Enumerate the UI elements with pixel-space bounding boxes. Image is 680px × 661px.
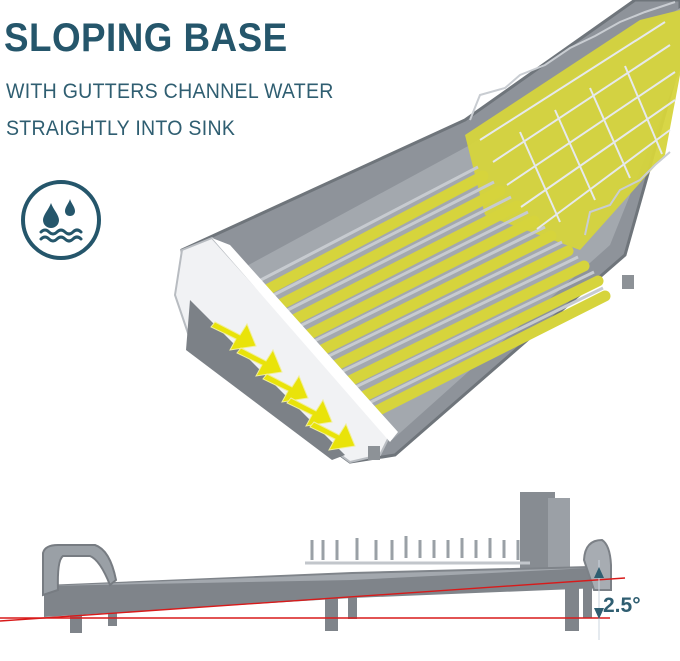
tray-side-view bbox=[0, 492, 626, 640]
headline: SLOPING BASE bbox=[4, 16, 288, 60]
subline-2: STRAIGHTLY INTO SINK bbox=[6, 117, 236, 140]
subline-1: WITH GUTTERS CHANNEL WATER bbox=[6, 80, 334, 103]
drain-arrows bbox=[210, 321, 356, 451]
tray-top-view bbox=[173, 0, 680, 464]
slope-angle-label: 2.5° bbox=[603, 594, 641, 617]
water-drops-icon-shape bbox=[39, 199, 83, 243]
water-drops-icon bbox=[21, 180, 101, 260]
